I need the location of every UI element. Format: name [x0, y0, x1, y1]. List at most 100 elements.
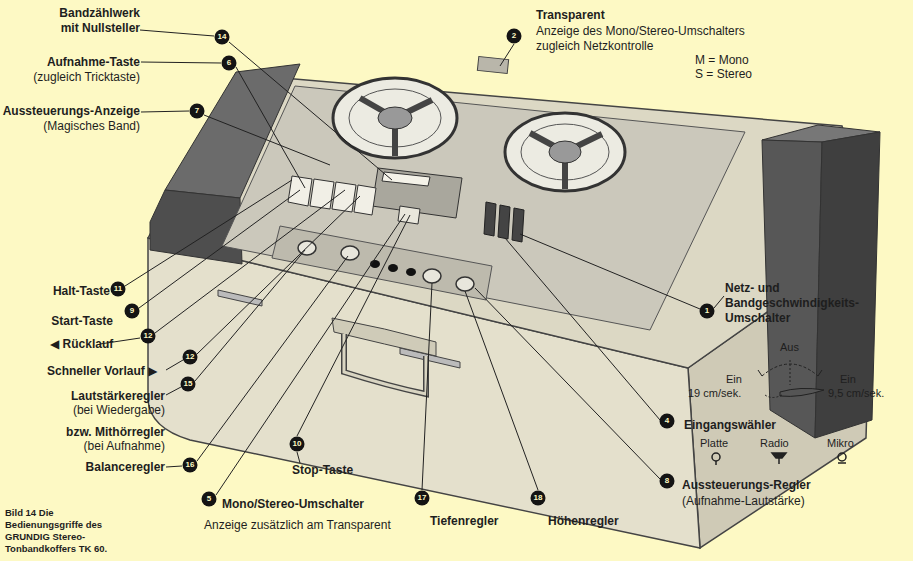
part-label: Halt-Taste: [20, 284, 110, 299]
leader-line: [141, 111, 189, 112]
input-symbols: [712, 453, 846, 465]
callout-number: 11: [110, 281, 126, 297]
callout-number: 17: [414, 490, 430, 506]
part-label: M = Mono: [695, 53, 785, 68]
part-label: Höhenregler: [548, 514, 648, 529]
callout-number: 5: [201, 491, 217, 507]
part-label: Ein: [726, 372, 756, 387]
callout-number: 15: [180, 376, 196, 392]
leader-line: [500, 44, 514, 66]
leader-line: [197, 256, 348, 461]
leader-line: [229, 42, 392, 180]
callout-number: 15: [180, 376, 196, 392]
part-label: Anzeige des Mono/Stereo-Umschalters zugl…: [536, 24, 768, 54]
deck-plate: [222, 86, 745, 330]
callout-number: 6: [221, 55, 237, 71]
speaker-front: [150, 190, 242, 264]
part-label: Tiefenregler: [430, 514, 530, 529]
part-label: (bei Aufnahme): [35, 439, 165, 454]
part-label: Transparent: [536, 8, 656, 23]
leader-line: [465, 291, 538, 490]
callout-number: 10: [289, 436, 305, 452]
part-label: Radio: [760, 436, 810, 451]
part-label: Schneller Vorlauf ▶: [47, 364, 177, 379]
part-label: bzw. Mithörregler: [35, 425, 165, 440]
leader-line: [216, 214, 405, 495]
callout-number: 9: [124, 303, 140, 319]
leader-line: [195, 250, 305, 381]
callout-number: 18: [530, 490, 546, 506]
part-label: Mono/Stereo-Umschalter: [222, 497, 422, 512]
leader-line: [204, 115, 330, 165]
part-label: ◀ Rücklauf: [50, 337, 140, 352]
callout-number: 17: [414, 490, 430, 506]
callout-number: 12: [140, 328, 156, 344]
callout-number: 16: [182, 457, 198, 473]
leader-line: [140, 30, 214, 36]
leader-line: [125, 180, 292, 286]
input-socket: [370, 260, 416, 276]
callout-number: 7: [189, 103, 205, 119]
part-label: (Magisches Band): [0, 119, 140, 134]
part-label: S = Stereo: [695, 67, 785, 82]
part-label: Lautstärkeregler: [35, 389, 165, 404]
callout-number: 6: [221, 55, 237, 71]
control-panel: [272, 226, 492, 300]
part-label: 19 cm/sek.: [688, 386, 758, 401]
part-label: Aussteuerungs-Anzeige: [0, 104, 140, 119]
part-label: (bei Wiedergabe): [35, 403, 165, 418]
part-label: Platte: [700, 436, 750, 451]
tape-reel: [505, 113, 625, 191]
part-label: Netz- und Bandgeschwindigkeits- Umschalt…: [725, 281, 875, 326]
tape-counter: [382, 172, 430, 186]
part-label: Aus: [780, 340, 820, 355]
callout-number: 12: [140, 328, 156, 344]
part-label: Start-Taste: [23, 314, 113, 329]
leader-line: [520, 234, 700, 309]
leader-line: [155, 190, 345, 333]
callout-number: 2: [506, 28, 522, 44]
leader-line: [197, 196, 360, 354]
speed-switch-symbol: [758, 360, 824, 398]
leader-line: [297, 215, 410, 436]
selector-keys: [484, 202, 524, 242]
callout-number: 7: [189, 103, 205, 119]
callout-number: 11: [110, 281, 126, 297]
knob: [298, 241, 474, 291]
handle: [344, 334, 426, 394]
part-label: Mikro: [827, 436, 877, 451]
leader-line: [166, 360, 183, 370]
part-label: Aufnahme-Taste: [0, 55, 140, 70]
callout-number: 4: [659, 413, 675, 429]
callout-number: 12: [182, 349, 198, 365]
leader-line: [166, 387, 181, 395]
leader-lines: [100, 30, 724, 495]
leader-line: [236, 67, 305, 188]
leader-line: [297, 452, 300, 463]
part-label: (Aufnahme-Lautstärke): [682, 494, 862, 509]
leader-line: [139, 190, 300, 308]
part-label: Bandzählwerk mit Nullsteller: [48, 6, 140, 36]
leader-line: [141, 62, 221, 63]
part-label: 9,5 cm/sek.: [828, 386, 903, 401]
leader-line: [166, 466, 182, 467]
callout-number: 10: [289, 436, 305, 452]
callout-number: 12: [182, 349, 198, 365]
leader-line: [475, 288, 660, 479]
part-label: Ein: [840, 372, 870, 387]
callout-number: 14: [214, 29, 230, 45]
callout-number: 8: [659, 473, 675, 489]
leader-line: [714, 296, 724, 308]
part-label: Eingangswähler: [684, 418, 804, 433]
callout-number: 16: [182, 457, 198, 473]
part-label: (zugleich Tricktaste): [0, 70, 140, 85]
part-label: Aussteuerungs-Regler: [682, 478, 862, 493]
callout-number: 18: [530, 490, 546, 506]
leader-line: [422, 283, 432, 490]
leader-line: [505, 238, 660, 420]
part-label: Anzeige zusätzlich am Transparent: [204, 518, 444, 533]
figure-caption: Bild 14 Die Bedienungsgriffe des GRUNDIG…: [5, 507, 123, 555]
stop-key: [398, 206, 420, 224]
part-label: Balanceregler: [35, 460, 165, 475]
